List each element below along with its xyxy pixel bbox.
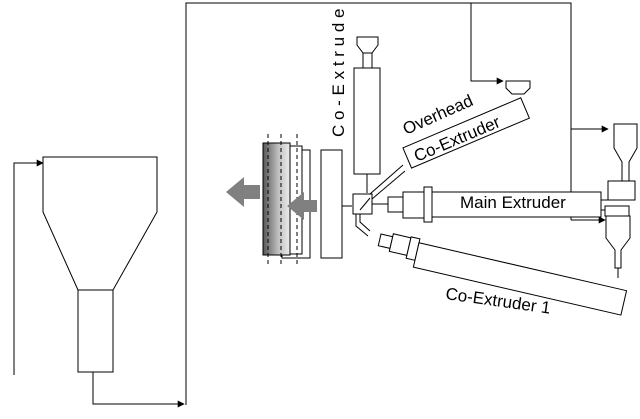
sheet-die — [320, 149, 343, 259]
die-to-rolls-arrow — [287, 192, 317, 220]
vertical-co-extruder-hopper — [356, 36, 379, 54]
overhead-hopper — [505, 80, 531, 95]
vertical-co-extruder — [353, 36, 381, 193]
co-extruder-1-hopper — [604, 205, 631, 278]
co-extruder-vertical-label: C o - E x t r u d e — [329, 9, 348, 138]
distribution-line — [185, 2, 609, 405]
hopper-outlet-line — [92, 372, 185, 408]
sheet-output-arrow — [226, 177, 260, 207]
co-extruder-1 — [355, 214, 628, 316]
roll-1 — [262, 142, 291, 256]
feed-hopper — [42, 156, 158, 373]
hopper-feed-line — [13, 159, 44, 375]
feedblock — [352, 193, 373, 215]
overhead-co-extruder — [369, 80, 531, 200]
main-extruder — [372, 186, 608, 223]
main-extruder-hopper — [607, 123, 638, 201]
chill-roll-stack — [262, 134, 311, 266]
main-extruder-label: Main Extruder — [460, 193, 566, 212]
